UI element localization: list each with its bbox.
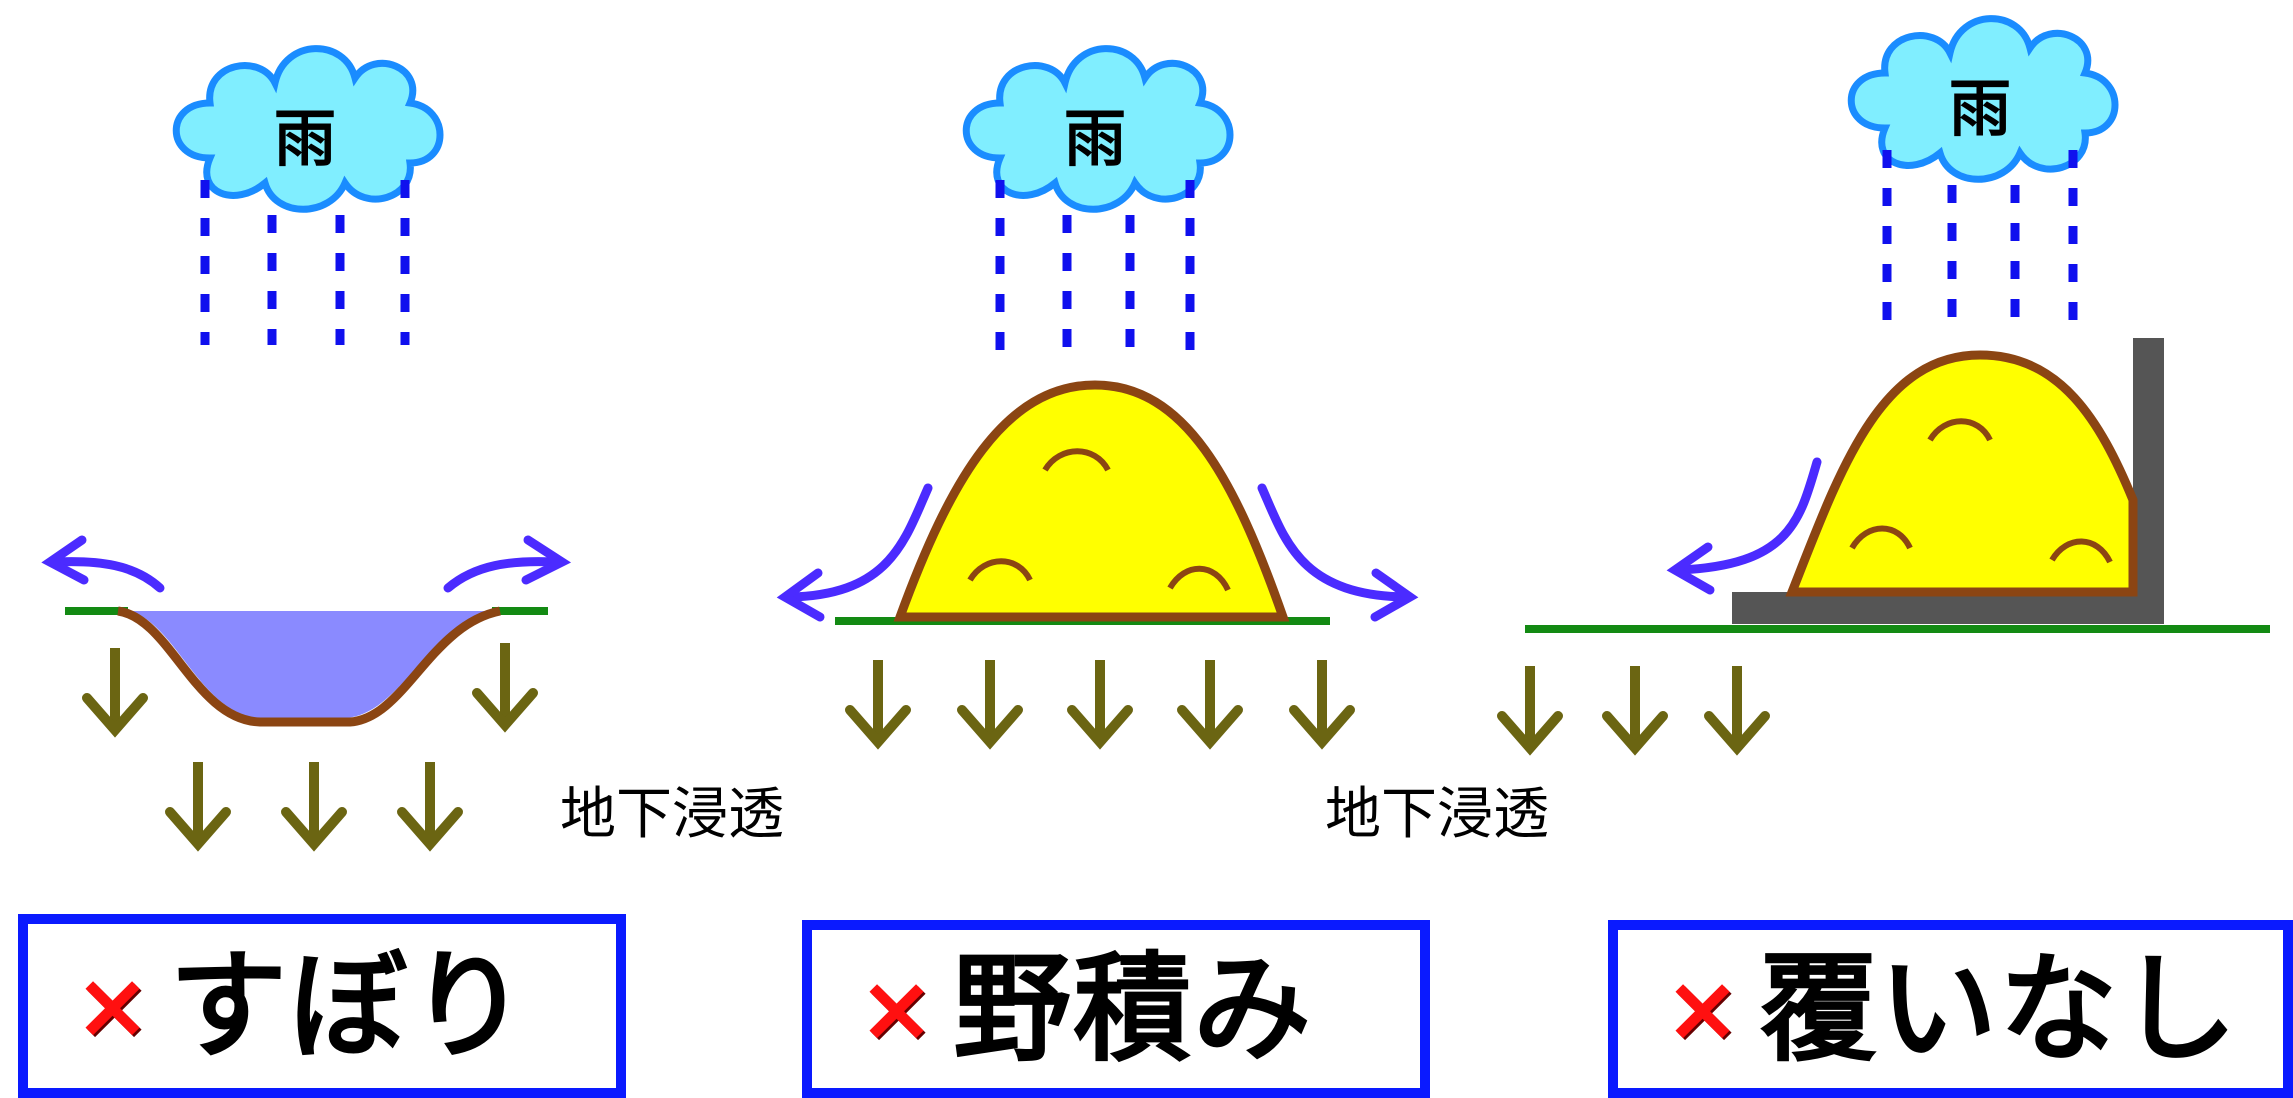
cloud-label: 雨 [1064,102,1126,175]
label-pit: すぼり [169,937,530,1075]
cloud-label: 雨 [274,102,336,175]
curved-arrow-icon [1666,457,1822,595]
rain-icon [1882,150,2078,325]
x-mark-icon: × [74,952,152,1059]
arrow-down-icon [1502,666,1765,748]
panel-no-cover: 雨 [1502,19,2270,748]
panel-pit: 雨 地下浸透 [41,49,784,847]
label-box-no-cover: × 覆いなし [1608,920,2293,1098]
pit-water [128,611,492,718]
panel-open-pile: 雨 地下浸透 [776,49,1549,847]
cloud-icon: 雨 [1851,19,2115,180]
x-mark-icon: × [858,955,936,1062]
label-box-open-pile: × 野積み [802,920,1430,1098]
curved-arrow-icon [776,483,1419,622]
pile-texture [967,448,1231,592]
concrete-wall [1732,338,2164,624]
cloud-label: 雨 [1949,72,2011,145]
infiltration-label: 地下浸透 [1325,782,1549,847]
pile-texture [1849,418,2113,564]
manure-pile [1785,350,2138,597]
curved-arrow-icon [41,535,572,593]
rain-icon [200,180,410,345]
cloud-icon: 雨 [966,49,1230,210]
infiltration-label: 地下浸透 [560,782,784,847]
cloud-icon: 雨 [176,49,440,210]
rain-icon [995,180,1195,355]
x-mark-icon: × [1664,955,1742,1062]
label-no-cover: 覆いなし [1759,940,2240,1078]
arrow-down-icon [850,660,1350,742]
label-box-pit: × すぼり [18,914,626,1098]
pit-soil [117,606,502,727]
label-open-pile: 野積み [953,940,1314,1078]
